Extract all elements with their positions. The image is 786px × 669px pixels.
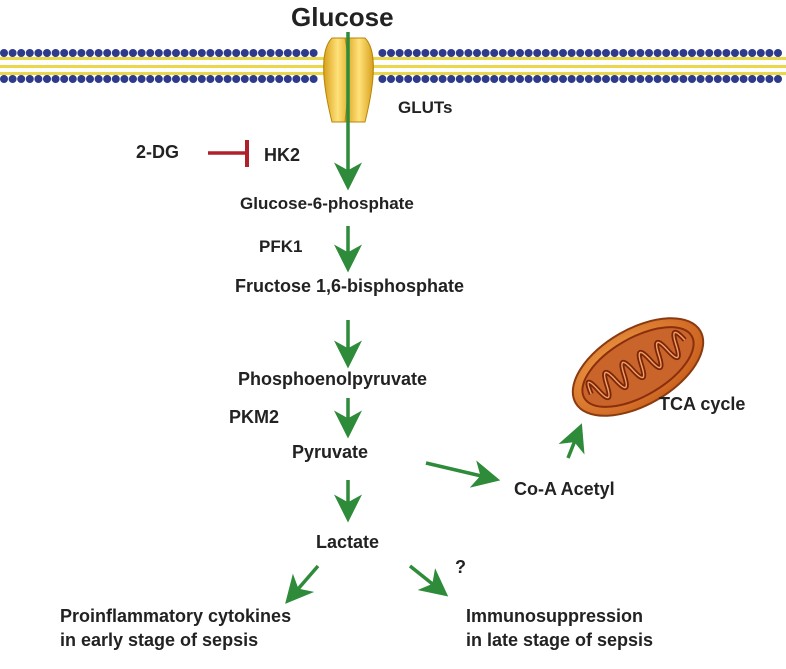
enzyme-pfk1-label: PFK1 [259,237,303,256]
inhibition-symbol [208,140,249,167]
tca-cycle-label: TCA cycle [659,394,746,414]
gluts-label: GLUTs [398,98,453,117]
outcome-proinflammatory-label: Proinflammatory cytokines in early stage… [60,606,292,650]
glucose-label: Glucose [291,2,394,32]
membrane-icon [0,49,786,83]
metabolite-pyruvate-label: Pyruvate [292,442,369,462]
arrow-pyruvate-to-coa [425,460,501,488]
arrow-coa-to-tca [558,423,585,459]
enzyme-hk2-label: HK2 [264,145,301,165]
uncertain-link-question-mark: ? [455,557,466,577]
enzyme-pkm2-label: PKM2 [229,407,280,427]
metabolite-coa-acetyl-label: Co-A Acetyl [514,479,615,499]
metabolite-lactate-label: Lactate [316,532,380,552]
metabolite-pep-label: Phosphoenolpyruvate [238,369,428,389]
outcome-immunosuppression-label: Immunosuppression in late stage of sepsi… [466,606,654,650]
arrow-lactate-to-immunosuppression [408,564,449,597]
inhibitor-2dg-label: 2-DG [136,142,180,162]
metabolite-g6p-label: Glucose-6-phosphate [240,194,414,213]
metabolite-f16bp-label: Fructose 1,6-bisphosphate [235,276,465,296]
mitochondrion-icon [571,317,705,417]
arrow-lactate-to-proinflammatory [285,564,320,604]
